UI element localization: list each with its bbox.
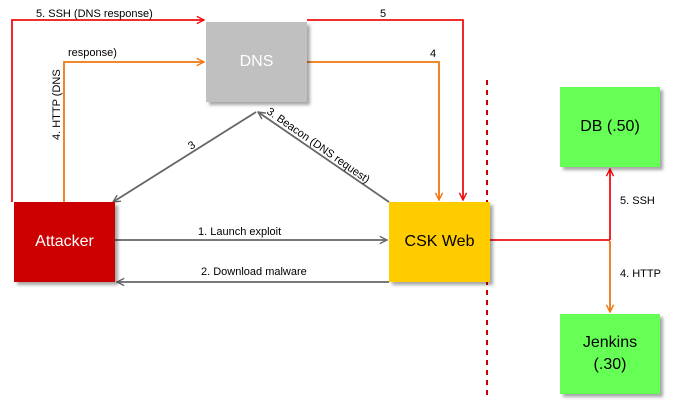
jenkins-node: Jenkins (.30) <box>560 314 660 394</box>
dns-label: DNS <box>239 53 274 70</box>
csk-web-node: CSK Web <box>389 202 490 282</box>
label-dns-to-csk: 4 <box>430 48 436 60</box>
edge-dns-to-csk-red <box>307 19 463 200</box>
label-http-dns-part1: 4. HTTP (DNS <box>51 69 63 140</box>
db-label: DB (.50) <box>580 118 640 135</box>
edge-dns-to-csk-orange <box>307 61 439 200</box>
label-http-jenkins: 4. HTTP <box>620 268 661 280</box>
edge-dns-to-attacker <box>113 111 257 202</box>
label-ssh-db: 5. SSH <box>620 195 655 207</box>
label-ssh-dns-response: 5. SSH (DNS response) <box>36 8 153 20</box>
edge-http-dns-response <box>63 62 204 202</box>
edge-ssh-dns-response <box>11 20 204 202</box>
label-http-dns-part2: response) <box>68 47 117 59</box>
label-download-malware: 2. Download malware <box>201 266 307 278</box>
label-ssh-to-csk: 5 <box>380 8 386 20</box>
label-beacon: 3. Beacon (DNS request) <box>264 106 372 186</box>
jenkins-label: Jenkins (.30) <box>582 334 638 373</box>
label-launch-exploit: 1. Launch exploit <box>198 226 281 238</box>
edge-beacon-dns-request <box>258 112 390 203</box>
db-node: DB (.50) <box>560 87 660 167</box>
attacker-label: Attacker <box>35 233 94 250</box>
dns-node: DNS <box>206 22 307 102</box>
attacker-node: Attacker <box>14 202 115 282</box>
label-beacon-number: 3 <box>186 139 198 152</box>
csk-web-label: CSK Web <box>404 233 475 250</box>
